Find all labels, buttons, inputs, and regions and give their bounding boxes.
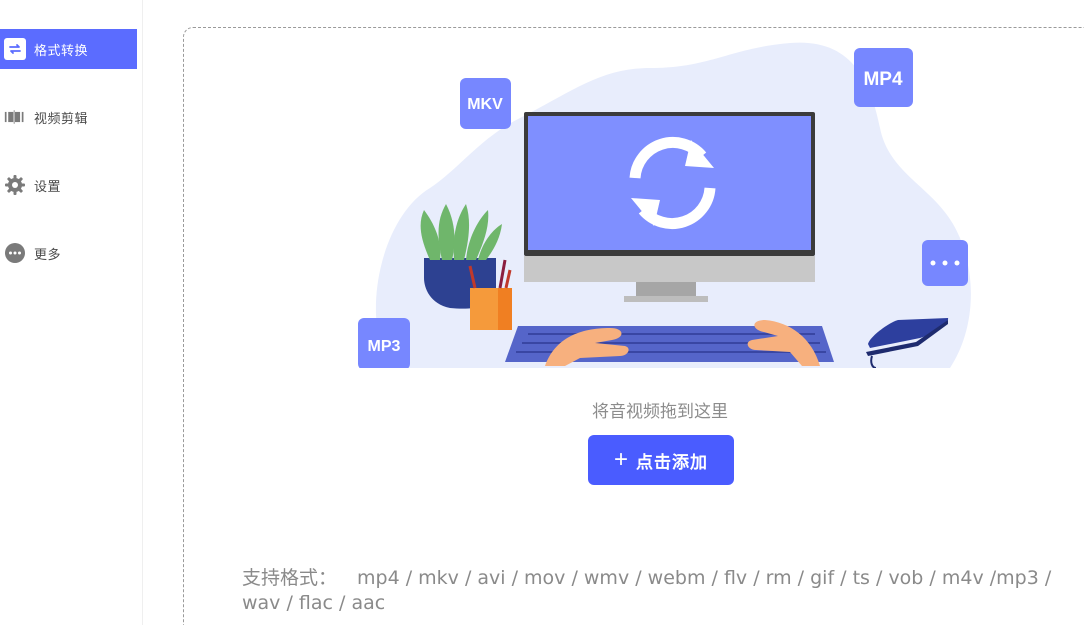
convert-icon	[0, 38, 26, 60]
conversion-illustration: MKV MP4 MP3	[358, 42, 971, 368]
sidebar-item-label: 设置	[34, 179, 62, 195]
add-file-button[interactable]: + 点击添加	[588, 435, 734, 485]
film-strip-icon	[0, 108, 26, 126]
add-file-label: 点击添加	[636, 452, 708, 472]
supported-formats: 支持格式：mp4 / mkv / avi / mov / wmv / webm …	[242, 566, 1084, 616]
plus-icon: +	[613, 446, 628, 473]
badge-mkv: MKV	[467, 96, 503, 113]
more-icon	[0, 242, 26, 264]
gear-icon	[0, 174, 26, 196]
file-drop-zone[interactable]	[183, 27, 1084, 625]
sidebar-item-label: 格式转换	[34, 43, 89, 59]
supported-formats-label: 支持格式：	[242, 567, 338, 589]
drop-hint: 将音视频拖到这里	[592, 402, 728, 422]
sidebar: 格式转换 视频剪辑	[0, 0, 143, 625]
sidebar-item-settings[interactable]: 设置	[0, 165, 137, 205]
sidebar-item-label: 更多	[34, 247, 62, 263]
supported-formats-list: mp4 / mkv / avi / mov / wmv / webm / flv…	[242, 567, 1052, 614]
sidebar-item-video-edit[interactable]: 视频剪辑	[0, 97, 137, 137]
sidebar-item-format-convert[interactable]: 格式转换	[0, 29, 137, 69]
badge-mp4: MP4	[863, 69, 903, 90]
sidebar-item-more[interactable]: 更多	[0, 233, 137, 273]
badge-mp3: MP3	[368, 338, 401, 355]
sidebar-item-label: 视频剪辑	[34, 111, 89, 127]
